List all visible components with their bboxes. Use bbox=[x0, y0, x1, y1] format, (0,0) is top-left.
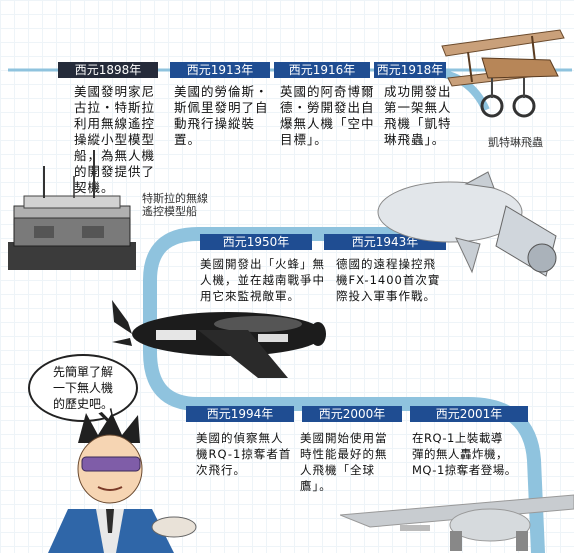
year-label-1916: 西元1916年 bbox=[274, 62, 370, 78]
event-text-1913: 美國的勞倫斯・ 斯佩里發明了自 動飛行操縱裝 置。 bbox=[174, 84, 269, 147]
fx-1400-image bbox=[377, 171, 557, 277]
event-text-1916: 英國的阿奇博爾 德・勞開發出自 爆無人機「空中 目標」。 bbox=[280, 84, 375, 147]
speech-bubble: 先簡單了解 一下無人機 的歷史吧。 bbox=[28, 354, 138, 422]
tesla-boat-image bbox=[8, 150, 136, 270]
year-label-1898: 西元1898年 bbox=[58, 62, 158, 78]
event-text-2001: 在RQ-1上裝載導 彈的無人轟炸機， MQ-1掠奪者登場。 bbox=[412, 431, 517, 477]
caption-kettering-bug: 凱特琳飛蟲 bbox=[488, 136, 543, 149]
mq1-predator-image bbox=[340, 494, 574, 551]
firebee-drone-image bbox=[112, 300, 326, 378]
speech-bubble-text: 先簡單了解 一下無人機 的歷史吧。 bbox=[52, 365, 113, 411]
year-label-1913: 西元1913年 bbox=[170, 62, 270, 78]
event-text-1918: 成功開發出 第一架無人 飛機「凱特 琳飛蟲」。 bbox=[384, 84, 452, 147]
year-label-2001: 西元2001年 bbox=[410, 406, 528, 422]
guide-character-image bbox=[48, 413, 197, 553]
event-text-2000: 美國開始使用當 時性能最好的無 人飛機「全球 鷹」。 bbox=[300, 431, 388, 493]
caption-tesla-boat: 特斯拉的無線 遙控模型船 bbox=[142, 192, 208, 218]
event-text-1950: 美國開發出「火蜂」無 人機，並在越南戰爭中 用它來監視敵軍。 bbox=[200, 257, 325, 303]
year-label-1918: 西元1918年 bbox=[374, 62, 446, 78]
year-label-1994: 西元1994年 bbox=[186, 406, 294, 422]
event-text-1994: 美國的偵察無人 機RQ-1掠奪者首 次飛行。 bbox=[196, 431, 292, 477]
event-text-1943: 德國的遠程操控飛 機FX-1400首次實 際投入軍事作戰。 bbox=[336, 257, 441, 303]
kettering-bug-image bbox=[441, 29, 565, 118]
year-label-2000: 西元2000年 bbox=[302, 406, 402, 422]
year-label-1950: 西元1950年 bbox=[200, 234, 312, 250]
